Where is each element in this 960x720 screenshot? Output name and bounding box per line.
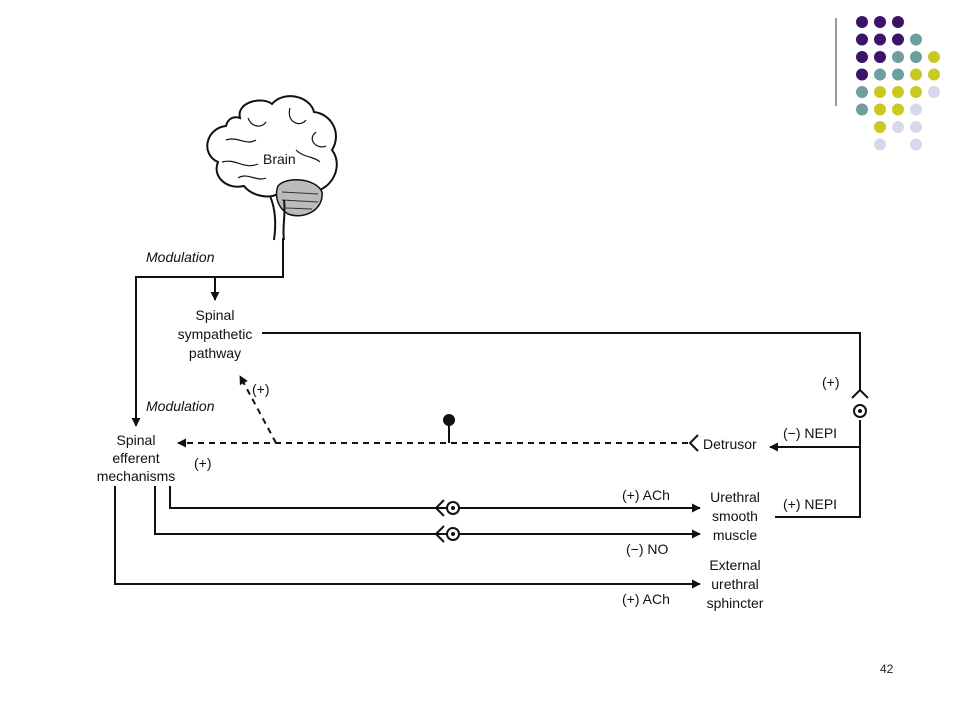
plus-dashed-label: (+): [252, 381, 270, 397]
svg-text:smooth: smooth: [712, 508, 758, 524]
brain-icon: Brain: [206, 95, 338, 241]
svg-text:mechanisms: mechanisms: [97, 468, 176, 484]
corner-dot-pattern: [835, 16, 940, 151]
synapse-sympathetic: [851, 388, 869, 418]
svg-text:Spinal: Spinal: [196, 307, 235, 323]
plus-sympathetic-label: (+): [822, 374, 840, 390]
minus-no-label: (−) NO: [626, 541, 669, 557]
decor-dot: [874, 121, 886, 133]
svg-text:Spinal: Spinal: [117, 432, 156, 448]
svg-text:pathway: pathway: [189, 345, 241, 361]
svg-text:sympathetic: sympathetic: [178, 326, 253, 342]
decor-dot: [856, 103, 868, 116]
plus-ach-urethral-label: (+) ACh: [622, 487, 670, 503]
decor-dot: [892, 68, 904, 81]
svg-text:efferent: efferent: [112, 450, 159, 466]
decor-dot: [910, 68, 922, 81]
modulation-top-label: Modulation: [146, 249, 215, 265]
decor-dot: [892, 103, 904, 116]
decor-dot: [856, 33, 868, 46]
decor-dot: [856, 86, 868, 98]
decor-dot: [874, 86, 886, 98]
svg-text:External: External: [709, 557, 760, 573]
decor-dot: [892, 16, 904, 28]
decor-dot: [892, 51, 904, 63]
decor-dot: [910, 138, 922, 151]
detrusor-label: Detrusor: [703, 436, 757, 452]
urethral-smooth-muscle-label: Urethral smooth muscle: [710, 489, 760, 543]
svg-text:Urethral: Urethral: [710, 489, 760, 505]
plus-efferent-label: (+): [194, 455, 212, 471]
plus-ach-sphincter-label: (+) ACh: [622, 591, 670, 607]
page-number: 42: [880, 662, 894, 676]
decor-dot: [874, 103, 886, 116]
brain-label: Brain: [263, 151, 296, 167]
svg-text:sphincter: sphincter: [707, 595, 764, 611]
decor-dot: [874, 16, 886, 28]
decor-dot: [892, 33, 904, 46]
decor-dot: [856, 68, 868, 81]
decor-dot: [910, 51, 922, 63]
synapse-detrusor: [688, 434, 699, 452]
decor-dot: [928, 51, 940, 63]
svg-text:urethral: urethral: [711, 576, 758, 592]
external-sphincter-label: External urethral sphincter: [707, 557, 764, 611]
decor-dot: [892, 86, 904, 98]
decor-dot: [856, 51, 868, 63]
decor-dot: [874, 138, 886, 151]
decor-dot: [928, 68, 940, 81]
modulation-mid-label: Modulation: [146, 398, 215, 414]
plus-nepi-label: (+) NEPI: [783, 496, 837, 512]
synapse-ach: [434, 499, 460, 517]
synapse-no: [434, 525, 460, 543]
decor-dot: [910, 121, 922, 133]
decor-dot: [910, 103, 922, 116]
decor-dot: [874, 68, 886, 81]
spinal-efferent-label: Spinal efferent mechanisms: [97, 432, 176, 484]
svg-text:muscle: muscle: [713, 527, 758, 543]
minus-nepi-label: (−) NEPI: [783, 425, 837, 441]
decor-dot: [874, 33, 886, 46]
decor-dot: [910, 33, 922, 46]
pathway-lines: [114, 238, 861, 589]
decor-dot: [928, 86, 940, 98]
decor-dot: [874, 51, 886, 63]
decor-dot: [892, 121, 904, 133]
decor-dot: [910, 86, 922, 98]
spinal-sympathetic-label: Spinal sympathetic pathway: [178, 307, 253, 361]
decor-dot: [856, 16, 868, 28]
